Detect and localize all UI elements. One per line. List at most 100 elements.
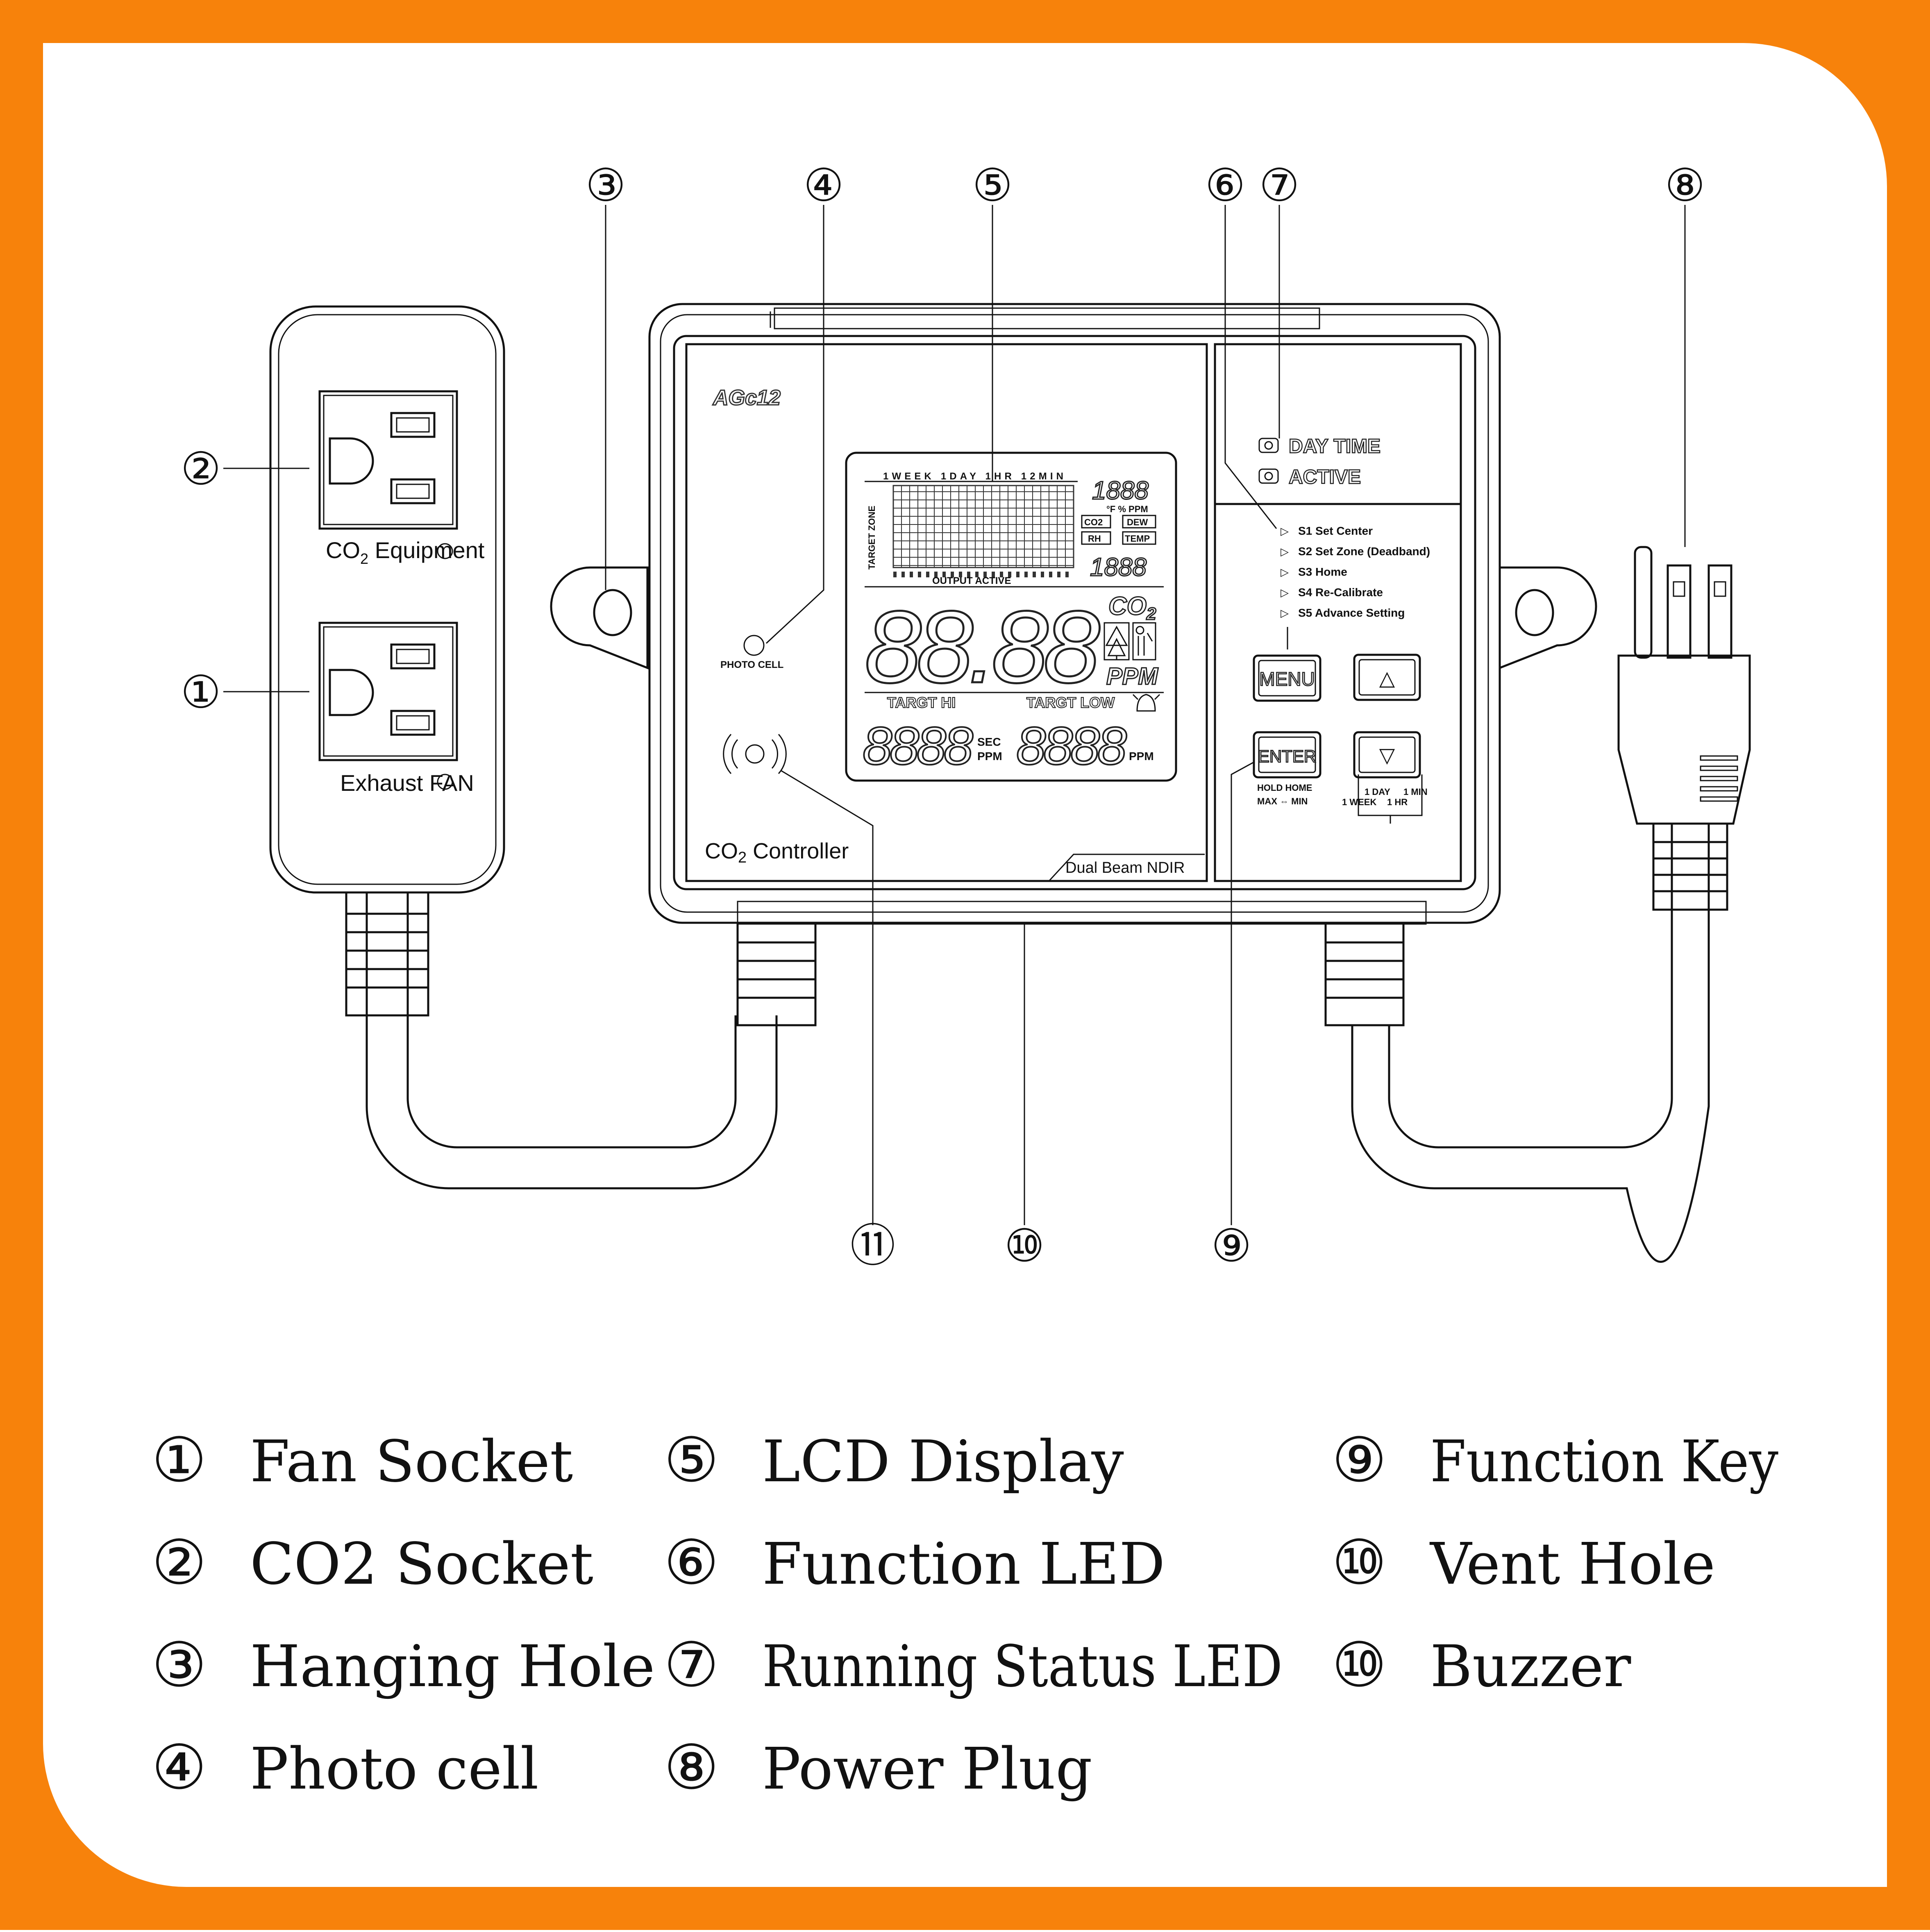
svg-text:ENTER: ENTER [1258,747,1316,766]
vent-holes-top [770,307,1320,329]
legend-num-2: ② [152,1527,207,1598]
co2-socket-label: CO2 Equipment [326,537,485,567]
legend-num-7: ⑦ [664,1630,719,1701]
callout-9: ⑨ [1211,1219,1252,1272]
outlet-strip: CO2 Equipment Exhaust FAN [269,305,505,1017]
legend-label-3: Hanging Hole [250,1633,655,1700]
led-day-time: DAY TIME [1289,436,1381,457]
legend-label-2: CO2 Socket [250,1531,593,1598]
legend-label-11: Buzzer [1430,1633,1631,1700]
photo-cell-label: PHOTO CELL [720,659,783,670]
callout-7: ⑦ [1259,159,1300,211]
function-s5: S5 Advance Setting [1298,606,1405,619]
lcd-bottom-ppm-right: PPM [1129,750,1154,763]
function-s1: S1 Set Center [1298,524,1373,537]
strip-cord [366,1015,778,1190]
legend-label-8: Power Plug [762,1736,1092,1803]
lcd-bottom-digits-right: 8888 [1016,716,1127,776]
svg-text:TEMP: TEMP [1125,534,1150,544]
svg-text:DEW: DEW [1127,517,1148,527]
up-button[interactable]: △ [1353,654,1421,701]
callout-4: ④ [804,159,844,211]
buzzer-icon [723,734,787,774]
legend-label-7: Running Status LED [762,1633,1283,1700]
svg-text:▷: ▷ [1281,545,1289,558]
co2-socket [318,390,458,530]
power-plug [1617,546,1751,911]
lcd-small-digits-top: 1888 [1092,477,1149,505]
callout-3: ③ [586,159,626,211]
down-note-1: 1 DAY [1365,787,1390,797]
callout-8: ⑧ [1665,159,1705,211]
lcd-target-hi: TARGT HI [887,694,956,711]
callout-1: ① [181,666,221,718]
legend-num-1: ① [152,1425,207,1496]
legend-label-1: Fan Socket [250,1428,573,1495]
legend-label-9: Function Key [1430,1428,1778,1495]
product-label: CO2 Controller [705,839,849,866]
svg-text:CO2: CO2 [1084,517,1103,527]
controller-body [550,303,1597,1026]
lcd-big-digits: 88.88 [865,590,1100,704]
status-leds: DAY TIME ACTIVE [1258,435,1381,488]
lcd-tags: CO2 DEW RH TEMP [1081,515,1156,545]
vent-holes-bottom [737,901,1427,925]
callout-2: ② [181,443,221,495]
svg-text:▷: ▷ [1281,566,1289,578]
menu-button[interactable]: MENU [1253,654,1321,702]
up-arrow-icon: △ [1379,667,1395,690]
lcd-bottom-digits-left: 8888 [863,716,973,776]
down-arrow-icon: ▽ [1379,744,1395,767]
legend-num-3: ③ [152,1630,207,1701]
legend: ① Fan Socket ② CO2 Socket ③ Hanging Hole… [152,1425,1778,1803]
led-active: ACTIVE [1289,466,1361,488]
callout-6: ⑥ [1205,159,1246,211]
svg-text:RH: RH [1088,534,1101,544]
function-s4: S4 Re-Calibrate [1298,586,1383,599]
function-list: ▷ S1 Set Center ▷ S2 Set Zone (Deadband)… [1281,524,1430,619]
legend-num-8: ⑧ [664,1732,719,1803]
legend-num-4: ④ [152,1732,207,1803]
lcd-side-label: TARGET ZONE [867,506,877,570]
legend-num-9: ⑨ [1332,1425,1387,1496]
callouts [223,205,1686,1225]
lcd-display: 1WEEK 1DAY 1HR 12MIN TARGET ZONE OUTPUT … [845,452,1177,782]
hanging-hole-right [1515,589,1554,636]
legend-label-5: LCD Display [762,1428,1124,1495]
down-note-3: 1 WEEK [1342,797,1376,807]
lcd-ppm-label: PPM [1106,663,1158,690]
svg-text:MENU: MENU [1259,668,1315,690]
callout-10: ⑩ [1004,1219,1045,1272]
person-icon [1132,622,1156,661]
callout-11: ⑪ [850,1219,895,1272]
plug-cord [1351,910,1710,1263]
legend-num-10: ⑩ [1332,1527,1387,1598]
lcd-units-row: °F % PPM [1106,504,1148,514]
fan-socket-label: Exhaust FAN [340,770,474,796]
lcd-co2-label: CO2 [1108,592,1156,623]
enter-note-2: MAX ⇔ MIN [1257,796,1308,806]
fan-socket [318,622,458,761]
hanging-hole-left [593,589,632,636]
svg-text:▷: ▷ [1281,525,1289,537]
svg-text:▷: ▷ [1281,607,1289,619]
photo-cell [743,635,765,656]
lcd-small-digits-bottom: 1888 [1090,553,1147,581]
enter-button[interactable]: ENTER [1253,731,1321,779]
alarm-bell-icon [1132,694,1160,712]
legend-label-10: Vent Hole [1429,1531,1715,1598]
legend-num-5: ⑤ [664,1425,719,1496]
lcd-timeline: 1WEEK 1DAY 1HR 12MIN [883,471,1063,482]
legend-label-4: Photo cell [250,1736,539,1803]
model-label: AGc12 [712,386,781,410]
lcd-sec: SEC [977,736,1001,748]
legend-num-6: ⑥ [664,1527,719,1598]
down-button[interactable]: ▽ [1353,731,1421,779]
enter-note-1: HOLD HOME [1257,783,1312,793]
legend-num-11: ⑩ [1332,1630,1387,1701]
co2-socket-indicator [437,543,453,559]
callout-5: ⑤ [972,159,1013,211]
function-s3: S3 Home [1298,565,1347,578]
function-s2: S2 Set Zone (Deadband) [1298,545,1430,558]
